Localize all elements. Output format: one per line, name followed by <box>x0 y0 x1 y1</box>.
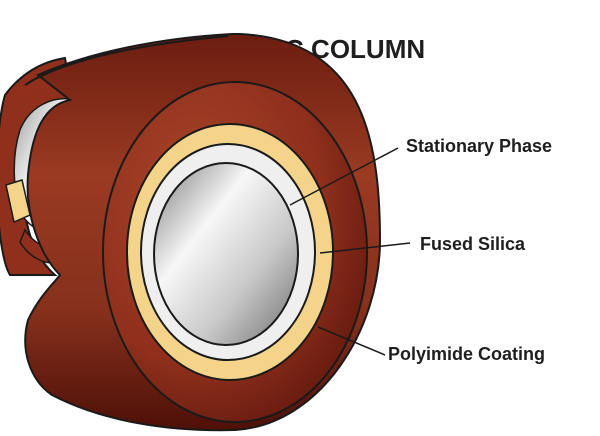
column-end-face <box>102 81 368 423</box>
label-stationary-phase: Stationary Phase <box>406 136 552 156</box>
leader-lines <box>289 147 411 356</box>
leader-stationary-phase <box>289 147 399 206</box>
leader-polyimide-coating <box>317 326 386 356</box>
leader-fused-silica <box>319 242 411 254</box>
column-bore <box>153 162 299 346</box>
label-fused-silica: Fused Silica <box>420 234 526 254</box>
label-polyimide-coating: Polyimide Coating <box>388 344 545 364</box>
